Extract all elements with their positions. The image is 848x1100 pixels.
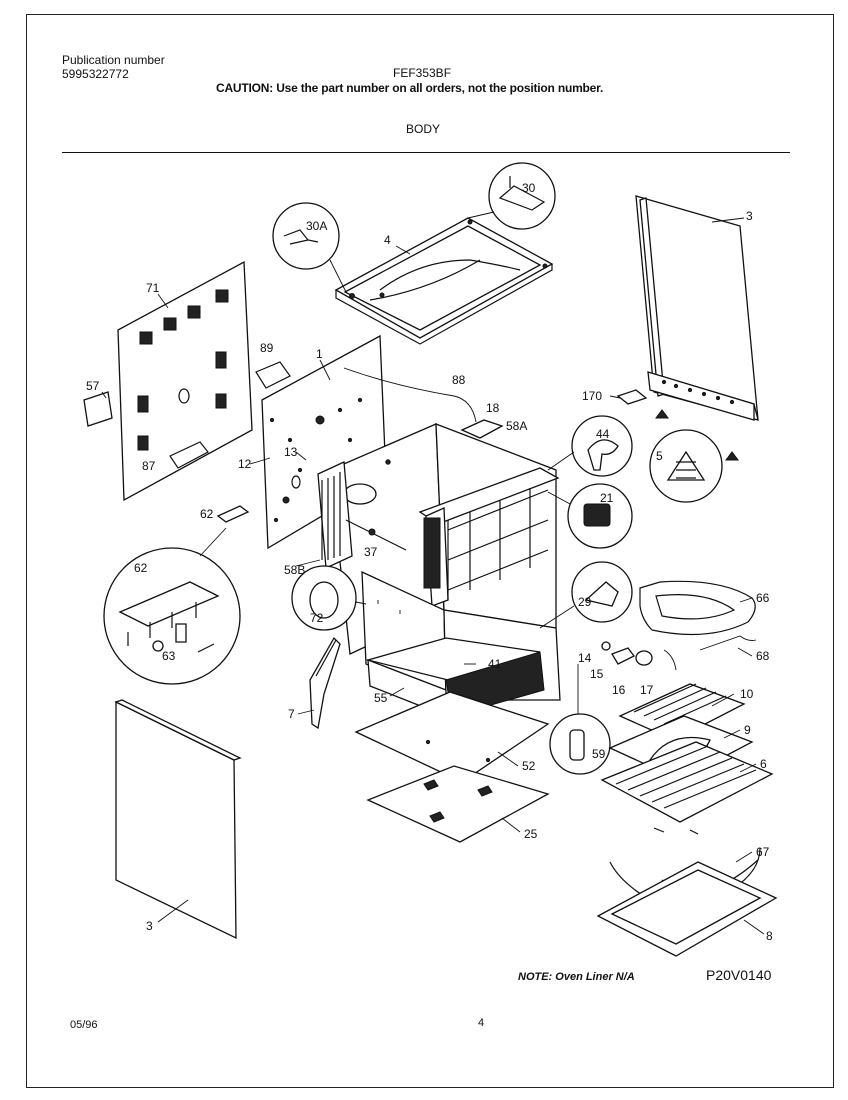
header-divider	[62, 152, 790, 153]
callout-52: 52	[522, 759, 536, 773]
callout-62b: 62	[134, 561, 148, 575]
part-170	[616, 389, 648, 405]
callout-6: 6	[760, 757, 767, 771]
bottom-panel-25	[366, 765, 550, 843]
callout-67: 67	[756, 845, 770, 859]
bottom-panel-52	[354, 691, 550, 783]
page-frame	[26, 14, 834, 1088]
callout-57: 57	[86, 379, 100, 393]
rod-37	[345, 519, 407, 551]
callout-29: 29	[578, 595, 592, 609]
detail-circle-72	[291, 565, 367, 631]
callout-58B: 58B	[284, 563, 305, 577]
callout-72: 72	[310, 611, 324, 625]
callout-21: 21	[600, 491, 614, 505]
callout-88: 88	[452, 373, 466, 387]
callout-5: 5	[656, 449, 663, 463]
callout-labels: 30 30A 4 3 71 57 89 1 88 18 58A 170 87 1…	[86, 181, 773, 943]
part-7-handle	[309, 636, 341, 730]
callout-3a: 3	[746, 209, 753, 223]
callout-7: 7	[288, 707, 295, 721]
callout-1: 1	[316, 347, 323, 361]
part-62-connector	[216, 505, 250, 523]
caution-text: CAUTION: Use the part number on all orde…	[216, 81, 604, 95]
callout-16: 16	[612, 683, 626, 697]
oven-rack-6	[600, 741, 774, 835]
publication-number: 5995322772	[62, 67, 129, 81]
callout-30: 30	[522, 181, 536, 195]
detail-circle-21	[547, 483, 633, 549]
wire-88	[343, 367, 477, 423]
callout-12: 12	[238, 457, 252, 471]
small-parts-14-17	[601, 641, 677, 671]
broil-element	[639, 580, 756, 636]
callout-41: 41	[488, 657, 502, 671]
callout-14: 14	[578, 651, 592, 665]
page-number: 4	[478, 1017, 485, 1029]
callout-37: 37	[364, 545, 378, 559]
wire-68	[699, 635, 757, 651]
callout-170: 170	[582, 389, 602, 403]
callout-68: 68	[756, 649, 770, 663]
detail-circle-30A	[272, 202, 347, 293]
callout-44: 44	[596, 427, 610, 441]
section-title: BODY	[406, 122, 441, 136]
callout-66: 66	[756, 591, 770, 605]
model-number: FEF353BF	[393, 66, 452, 80]
callout-3b: 3	[146, 919, 153, 933]
callout-13: 13	[284, 445, 298, 459]
callout-15: 15	[590, 667, 604, 681]
publication-label: Publication number	[62, 53, 165, 67]
side-panel-left	[114, 699, 242, 940]
bracket-18	[460, 419, 504, 439]
callout-59: 59	[592, 747, 606, 761]
detail-circle-59	[549, 664, 611, 775]
callout-55: 55	[374, 691, 388, 705]
detail-circle-29	[539, 561, 633, 629]
detail-circle-62	[103, 527, 241, 685]
part-57-plate	[83, 391, 113, 427]
detail-circle-30	[467, 162, 556, 230]
callout-62a: 62	[200, 507, 214, 521]
detail-circle-44	[547, 415, 633, 477]
publication-block: Publication number 5995322772	[62, 53, 165, 81]
callout-71: 71	[146, 281, 160, 295]
top-frame-part	[334, 217, 554, 345]
leader-lines	[101, 245, 765, 935]
figure-id: P20V0140	[706, 967, 772, 983]
callout-63: 63	[162, 649, 176, 663]
bake-element-frame-8	[596, 861, 778, 957]
callout-18: 18	[486, 401, 500, 415]
callout-9: 9	[744, 723, 751, 737]
callout-25: 25	[524, 827, 538, 841]
callout-8: 8	[766, 929, 773, 943]
callout-17: 17	[640, 683, 654, 697]
callout-58A: 58A	[506, 419, 527, 433]
detail-circle-5	[649, 409, 739, 503]
callout-4: 4	[384, 233, 391, 247]
back-panel	[117, 260, 253, 502]
callout-87: 87	[142, 459, 156, 473]
footer-note: NOTE: Oven Liner N/A	[518, 971, 635, 983]
callout-89: 89	[260, 341, 274, 355]
callout-30A: 30A	[306, 219, 327, 233]
footer-date: 05/96	[70, 1019, 98, 1031]
side-panel-right	[635, 195, 759, 421]
callout-10: 10	[740, 687, 754, 701]
oven-insulation-58B	[317, 461, 353, 569]
